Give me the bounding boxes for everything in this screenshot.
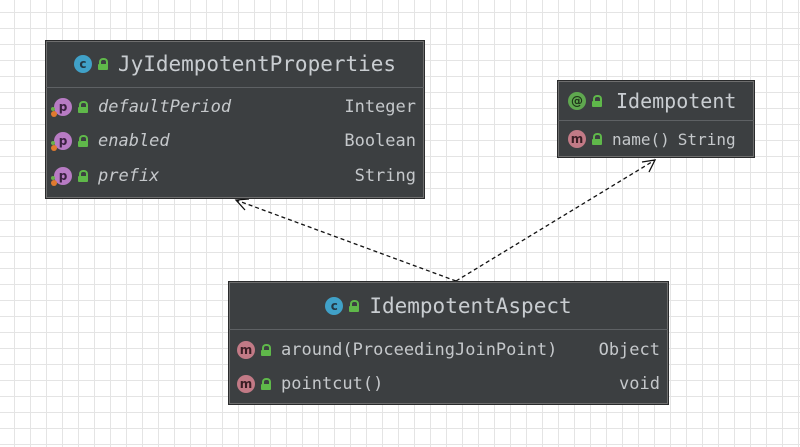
public-lock-icon	[78, 134, 88, 147]
class-node-jy-idempotent-properties[interactable]: c JyIdempotentProperties p defaultPeriod…	[45, 40, 425, 199]
method-row[interactable]: m pointcut() void	[229, 366, 668, 402]
method-icon: m	[237, 375, 255, 393]
dependency-edge-properties	[234, 198, 457, 282]
public-lock-icon	[78, 169, 88, 182]
public-lock-icon	[78, 101, 88, 113]
method-row[interactable]: m around(ProceedingJoinPoint) Object	[229, 330, 668, 366]
field-name: defaultPeriod	[98, 97, 232, 117]
arrowhead-open	[234, 198, 250, 211]
public-lock-icon	[97, 58, 108, 70]
public-lock-icon	[592, 94, 602, 107]
public-lock-icon	[592, 133, 602, 145]
method-row[interactable]: m name() String	[558, 121, 754, 157]
class-kind-icon: c	[325, 296, 344, 315]
field-type: Integer	[344, 97, 416, 117]
field-row[interactable]: p defaultPeriod Integer	[46, 88, 424, 123]
class-header: @ Idempotent	[558, 81, 754, 121]
field-row[interactable]: p prefix String	[46, 158, 424, 193]
method-name: name()	[612, 129, 670, 149]
method-return-type: void	[619, 374, 660, 394]
method-name: pointcut()	[281, 374, 384, 394]
field-row[interactable]: p enabled Boolean	[46, 123, 424, 158]
field-type: Boolean	[344, 130, 416, 151]
field-name: prefix	[98, 165, 160, 186]
public-lock-icon	[261, 378, 271, 390]
method-icon: m	[568, 130, 586, 148]
dependency-edge-annotation	[455, 159, 657, 282]
class-name: JyIdempotentProperties	[117, 52, 397, 76]
public-lock-icon	[349, 299, 360, 312]
field-type: String	[354, 165, 416, 186]
method-return-type: Object	[598, 339, 660, 360]
class-header: c JyIdempotentProperties	[46, 41, 424, 88]
public-lock-icon	[261, 343, 271, 356]
property-icon: p	[51, 131, 72, 151]
property-icon: p	[51, 98, 72, 117]
class-name: Idempotent	[616, 88, 737, 113]
method-name: around(ProceedingJoinPoint)	[281, 339, 558, 360]
method-icon: m	[237, 340, 255, 359]
class-header: c IdempotentAspect	[229, 282, 668, 330]
class-name: IdempotentAspect	[369, 293, 572, 318]
class-kind-icon: c	[73, 55, 92, 73]
arrowhead-open	[641, 159, 657, 173]
class-node-idempotent[interactable]: @ Idempotent m name() String	[557, 80, 755, 158]
property-icon: p	[51, 166, 72, 186]
class-node-idempotent-aspect[interactable]: c IdempotentAspect m around(ProceedingJo…	[228, 281, 669, 405]
field-name: enabled	[98, 130, 170, 151]
method-return-type: String	[677, 129, 736, 149]
annotation-kind-icon: @	[568, 91, 586, 110]
